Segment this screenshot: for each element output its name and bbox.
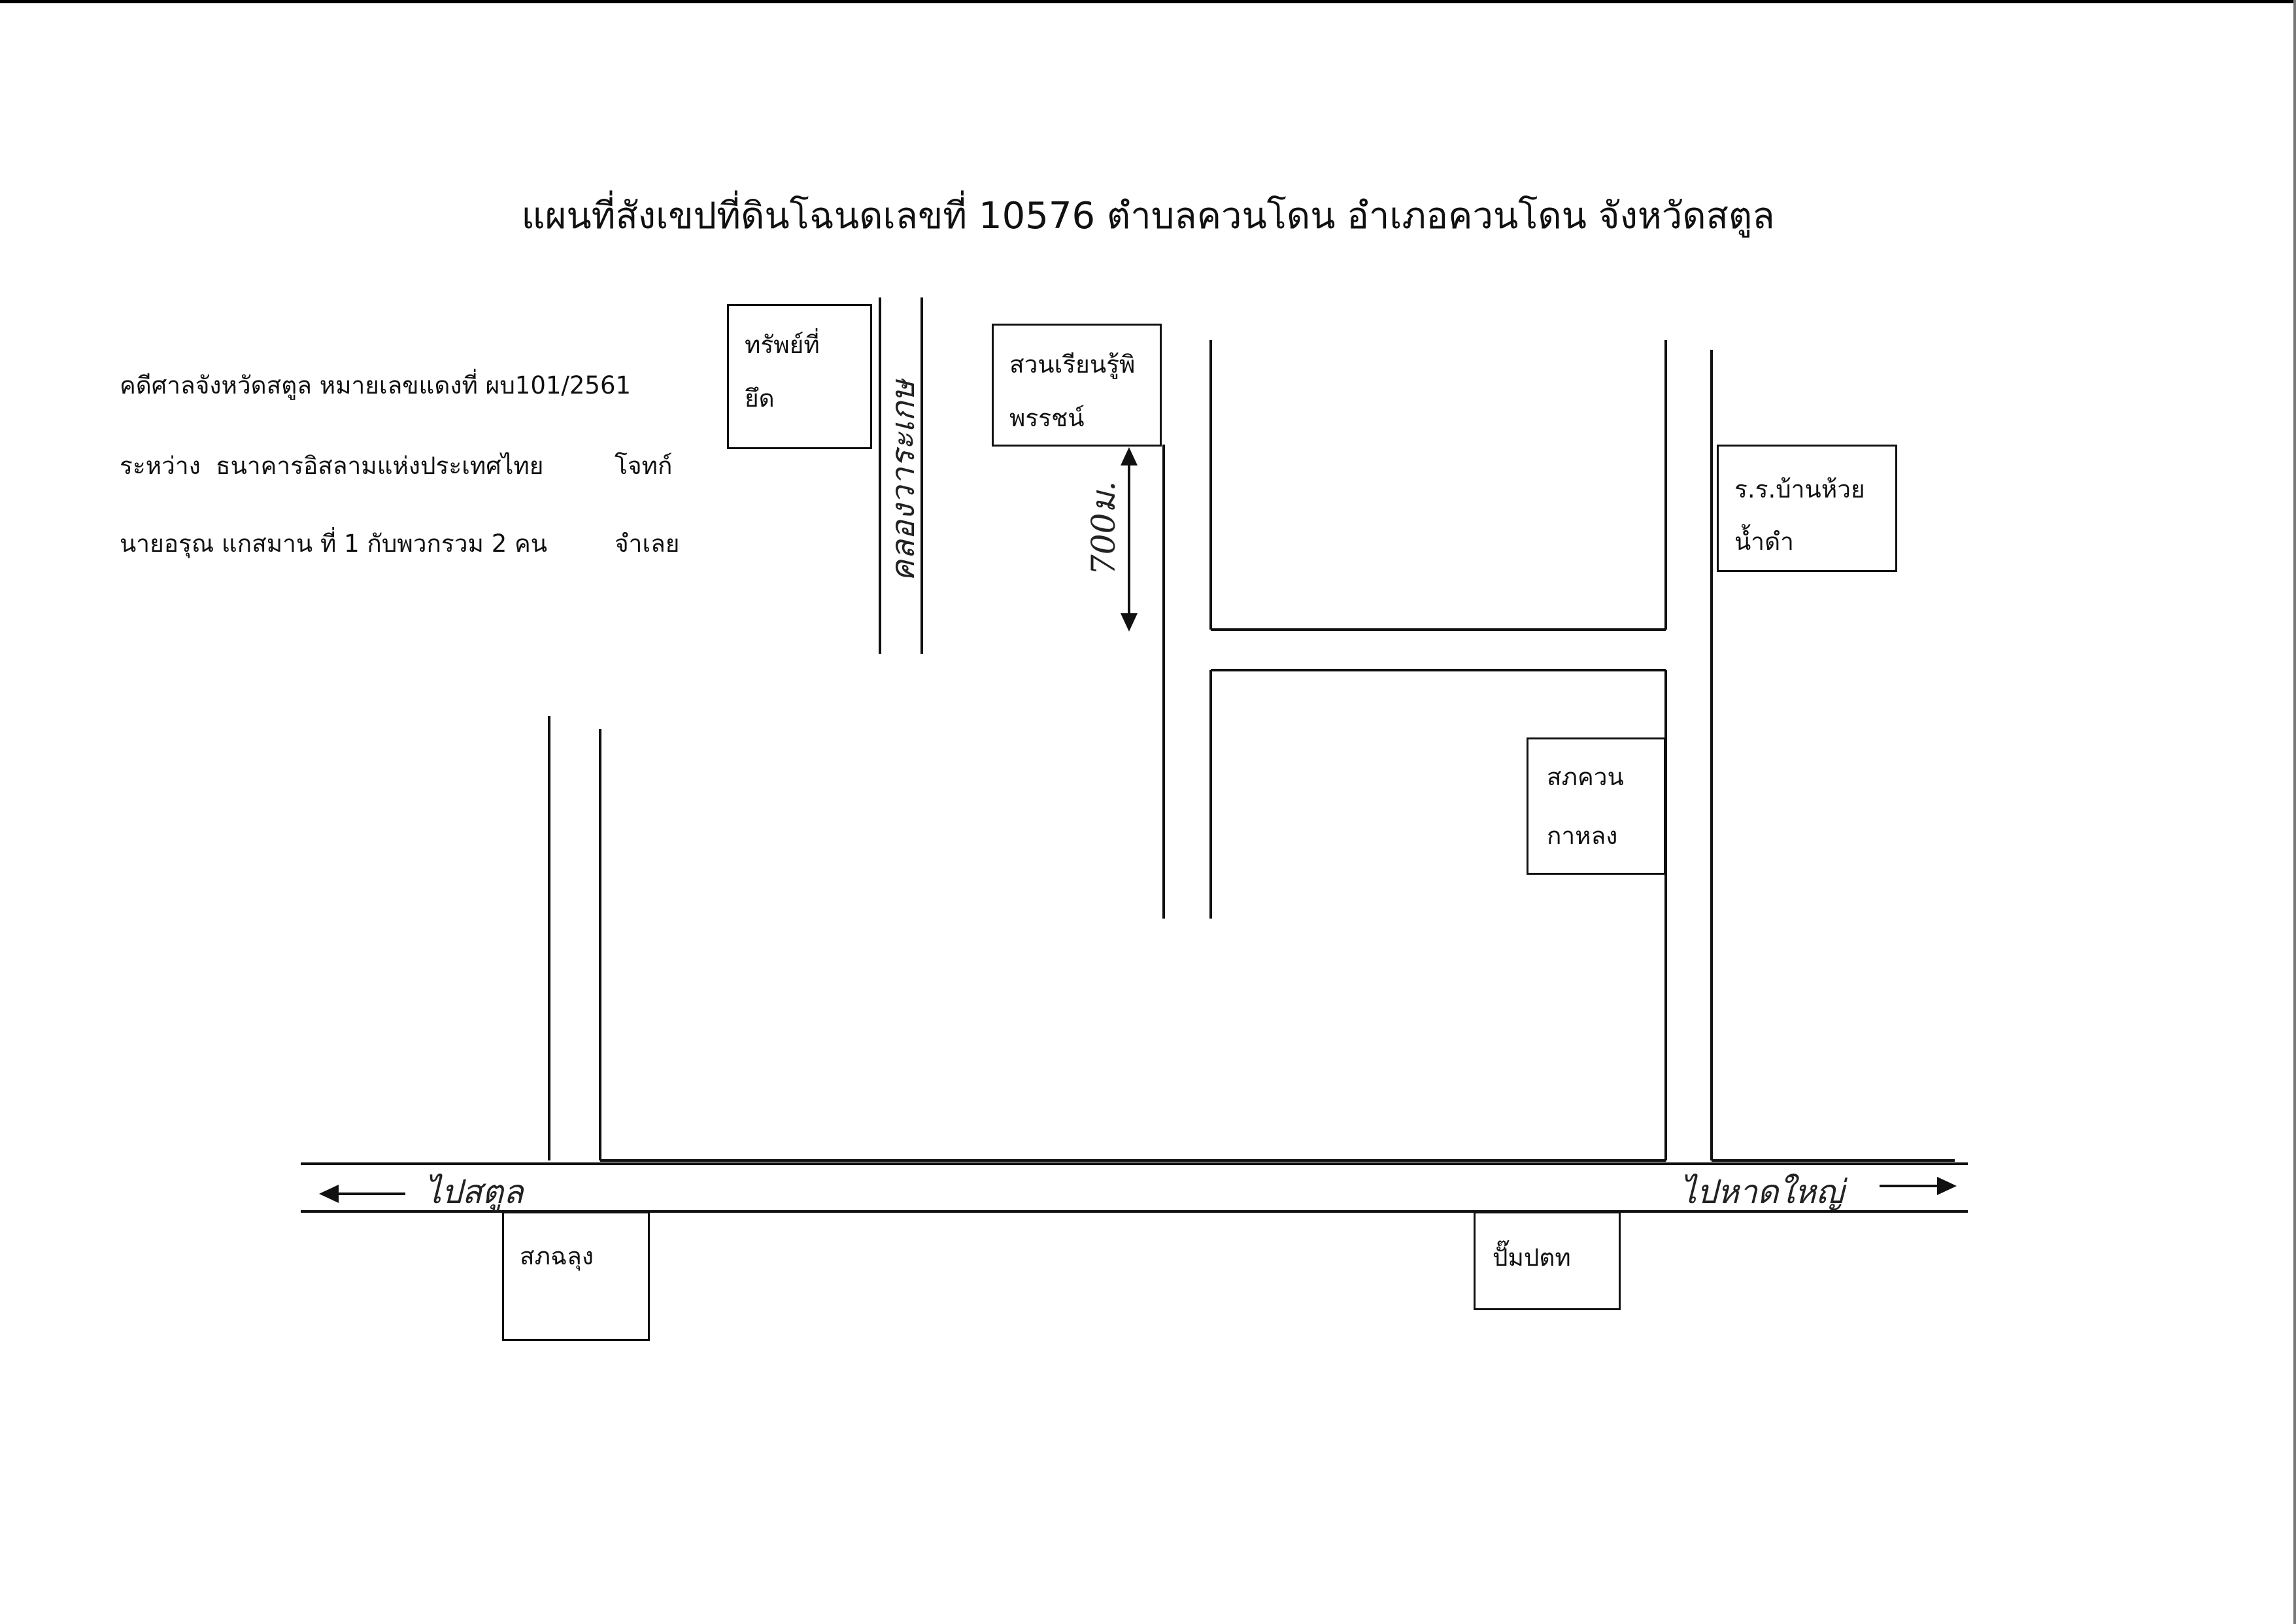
defendant-name: นายอรุณ แกสมาน ที่ 1 กับพวกรวม 2 คน xyxy=(120,530,548,558)
seized-property-box: ทรัพย์ที่ ยึด xyxy=(727,304,872,449)
arrow-left-head xyxy=(319,1185,339,1203)
scan-border-top xyxy=(0,0,2296,3)
canal-label: คลองวาระเกษ xyxy=(884,378,922,582)
gas-station-label: ปั๊มปตท xyxy=(1493,1243,1571,1272)
coop-chalung-box: สภฉลุง xyxy=(502,1211,650,1341)
plaintiff-name: ธนาคารอิสลามแห่งประเทศไทย xyxy=(216,452,544,480)
school-label-1: ร.ร.บ้านห้วย xyxy=(1734,475,1865,503)
to-hatyai-label: ไปหาดใหญ่ xyxy=(1680,1173,1848,1211)
between-label: ระหว่าง xyxy=(120,452,201,480)
school-box: ร.ร.บ้านห้วย น้ำดำ xyxy=(1717,445,1897,572)
scan-border-right xyxy=(2293,0,2296,1624)
distance-arrowhead-up xyxy=(1121,447,1138,465)
learning-garden-box: สวนเรียนรู้พิ พรรชน์ xyxy=(992,324,1162,447)
seized-property-label-1: ทรัพย์ที่ xyxy=(745,331,820,359)
plaintiff-role: โจทก์ xyxy=(615,452,673,480)
to-satun-label: ไปสตูล xyxy=(425,1173,525,1212)
arrow-right-head xyxy=(1937,1177,1957,1195)
learning-garden-label-2: พรรชน์ xyxy=(1009,404,1085,432)
court-case-number: คดีศาลจังหวัดสตูล หมายเลขแดงที่ ผบ101/25… xyxy=(120,371,632,399)
gas-station-box: ปั๊มปตท xyxy=(1474,1211,1621,1310)
learning-garden-label-1: สวนเรียนรู้พิ xyxy=(1009,350,1136,379)
coop-chalung-label: สภฉลุง xyxy=(520,1242,594,1270)
distance-label: 700ม. xyxy=(1085,481,1123,575)
distance-arrowhead-down xyxy=(1121,613,1138,632)
map-title: แผนที่สังเขปที่ดินโฉนดเลขที่ 10576 ตำบลค… xyxy=(521,195,1775,237)
seized-property-label-2: ยึด xyxy=(745,384,775,413)
coop-kuan-label-1: สภควน xyxy=(1547,763,1624,791)
coop-kuan-label-2: กาหลง xyxy=(1547,822,1618,850)
defendant-role: จำเลย xyxy=(615,530,680,558)
coop-kuan-box: สภควน กาหลง xyxy=(1527,737,1666,875)
school-label-2: น้ำดำ xyxy=(1734,528,1794,556)
